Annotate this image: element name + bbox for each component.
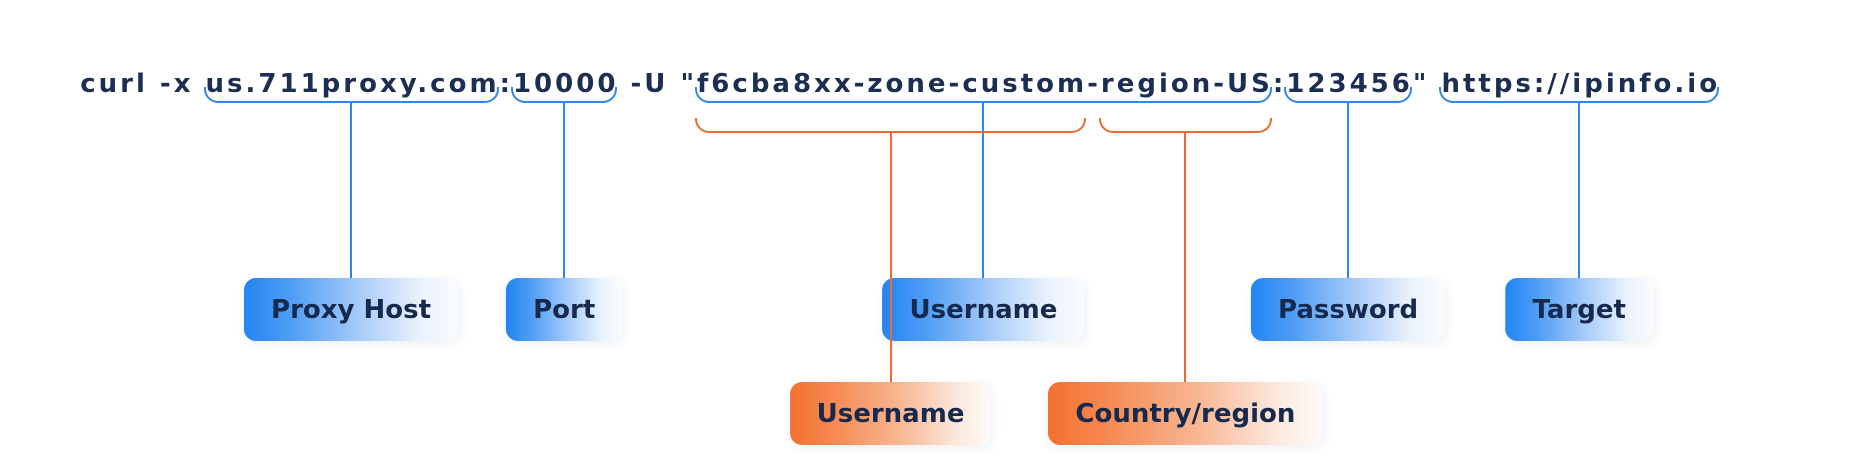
port-connector (563, 103, 566, 278)
port-label: Port (506, 278, 623, 341)
proxy-host-connector (350, 103, 353, 278)
target-connector (1578, 103, 1581, 278)
command-colon-2: : (1272, 69, 1287, 99)
command-colon: : (499, 69, 513, 99)
command-password: 123456 (1286, 69, 1413, 99)
country-region-connector (1184, 133, 1187, 382)
country-region-brace (1098, 118, 1272, 133)
country-region-label: Country/region (1048, 382, 1323, 445)
command-region: region-US (1100, 69, 1273, 99)
username-base-connector (889, 133, 892, 382)
username-full-label: Username (882, 278, 1085, 341)
password-label: Password (1250, 278, 1446, 341)
password-brace (1284, 87, 1412, 103)
command-dash: - (1087, 69, 1101, 99)
username-base-label: Username (789, 382, 992, 445)
proxy-host-label: Proxy Host (244, 278, 459, 341)
password-connector (1347, 103, 1350, 278)
port-brace (510, 87, 618, 103)
command-proxy-host: us.711proxy.com (205, 69, 500, 99)
username-base-brace (695, 118, 1087, 133)
command-closing-quote: " (1412, 69, 1442, 99)
proxy-host-brace (203, 87, 499, 103)
username-full-connector (982, 103, 985, 278)
command-username-base: f6cba8xx-zone-custom (697, 69, 1088, 99)
command-prefix: curl -x (80, 69, 206, 99)
target-brace (1439, 87, 1720, 103)
command-user-flag: -U " (618, 69, 697, 99)
command-line: curl -x us.711proxy.com:10000 -U "f6cba8… (32, 30, 1720, 138)
command-target-url: https://ipinfo.io (1441, 69, 1721, 99)
command-port: 10000 (512, 69, 619, 99)
target-label: Target (1505, 278, 1653, 341)
username-full-brace (695, 87, 1272, 103)
